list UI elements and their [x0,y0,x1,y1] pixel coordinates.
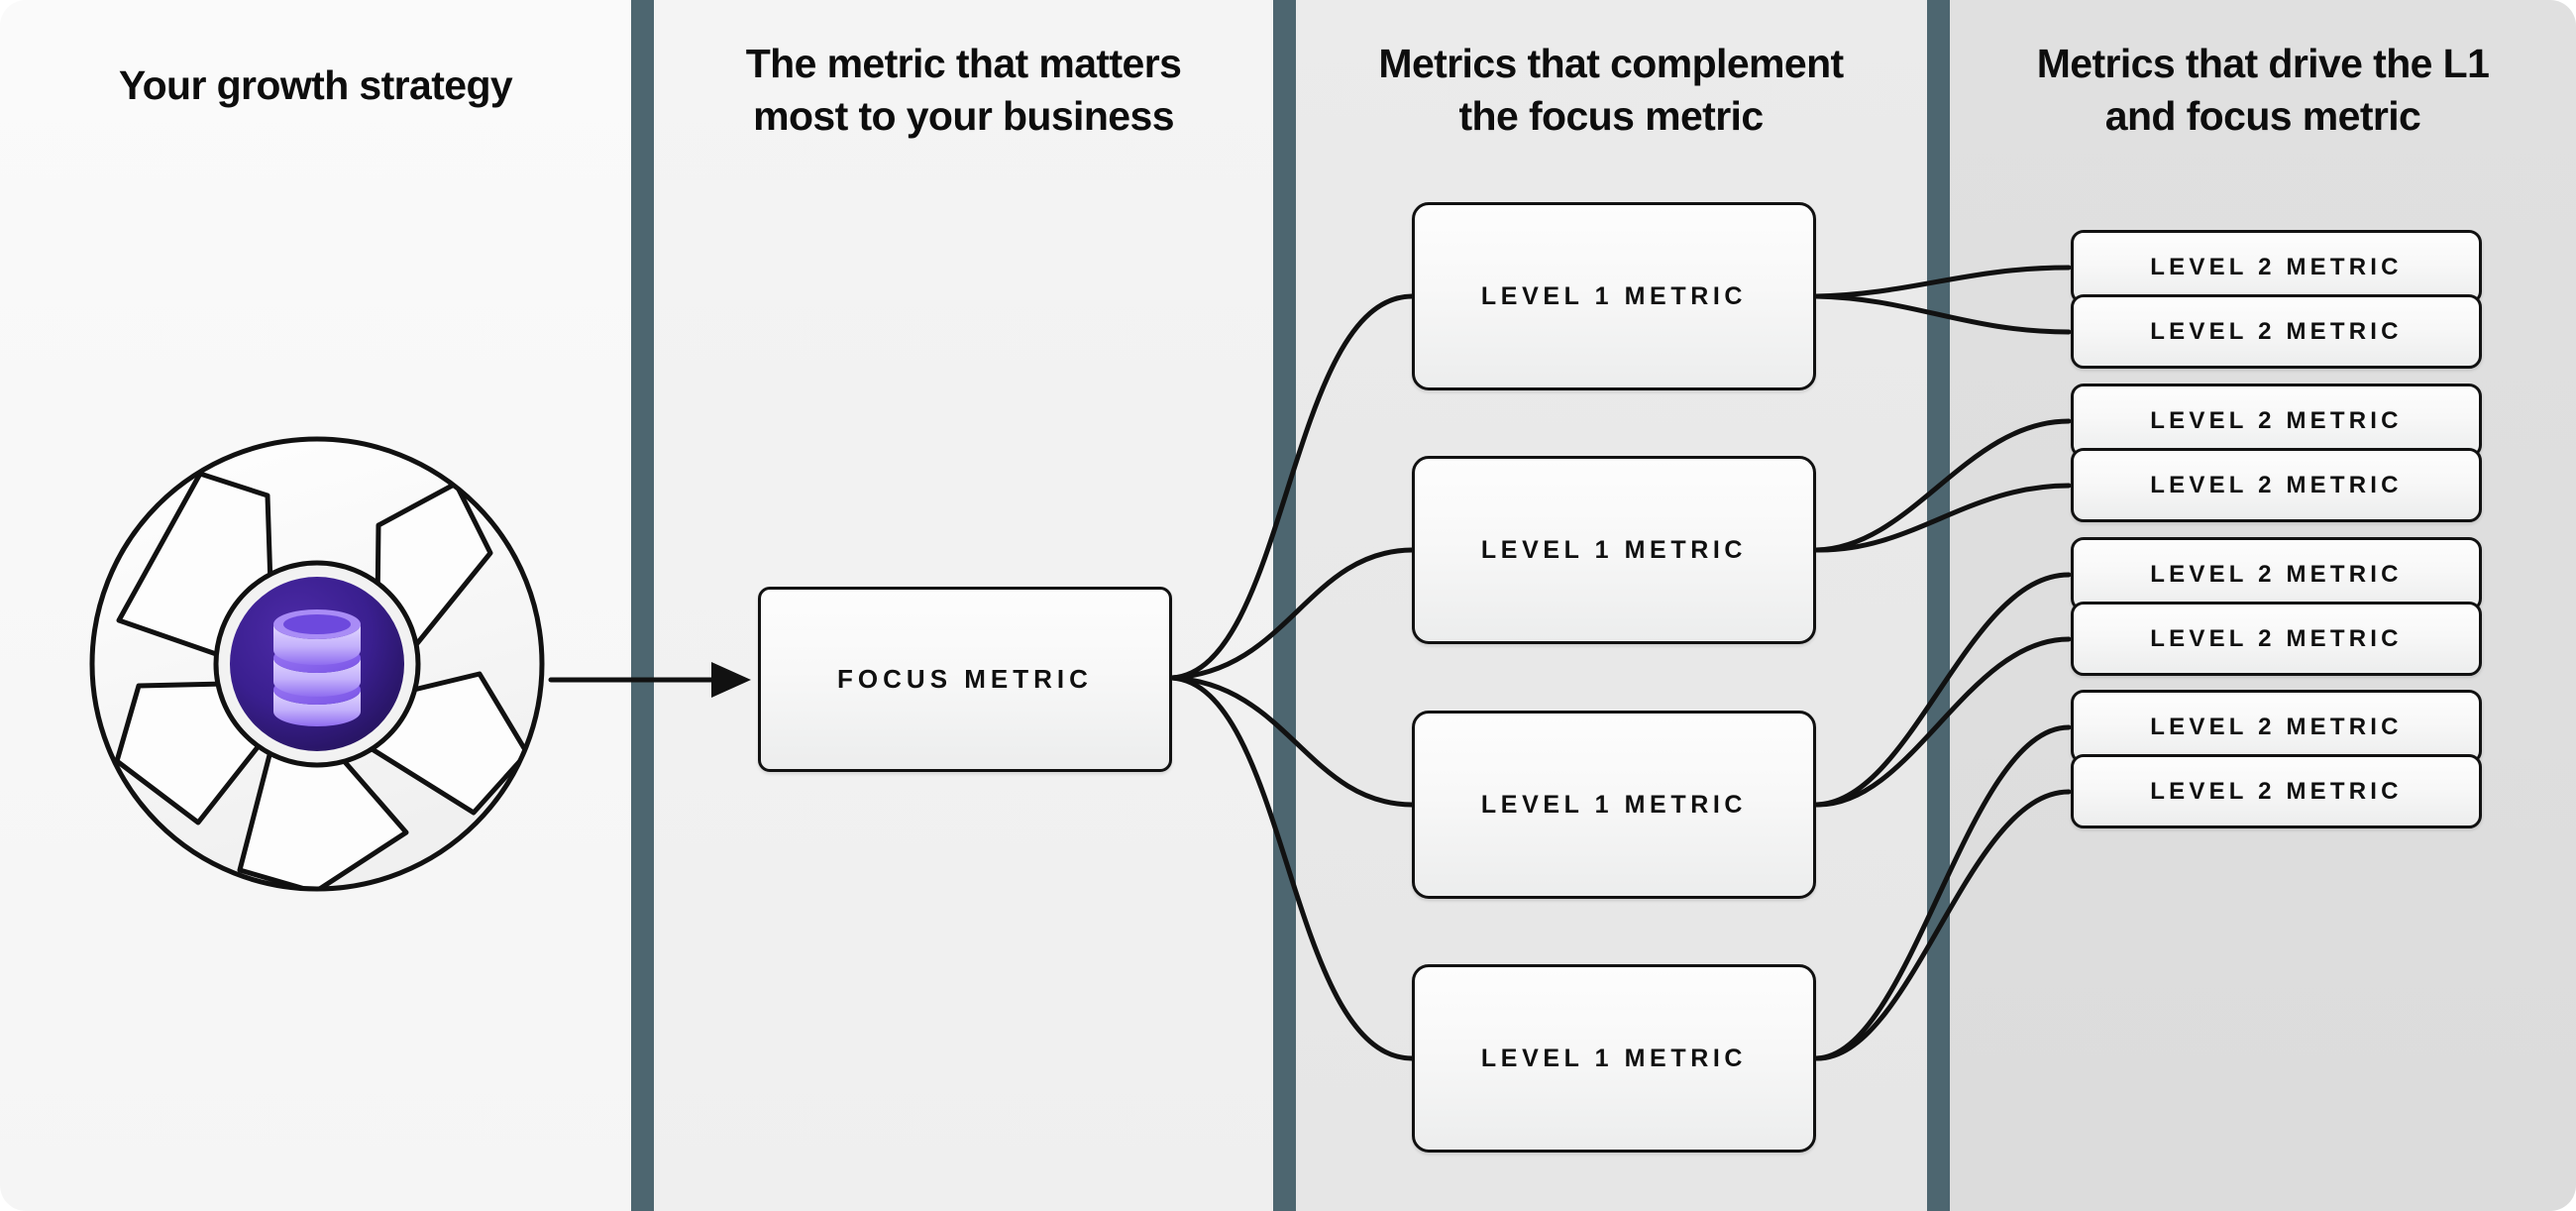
heading-line: and focus metric [2104,93,2421,140]
growth-strategy-graphic [89,436,545,892]
heading-line: most to your business [753,93,1174,140]
level-2-metric-label: LEVEL 2 METRIC [2150,471,2403,498]
level-1-metric-node[interactable]: LEVEL 1 METRIC [1412,202,1816,390]
level-2-metric-node[interactable]: LEVEL 2 METRIC [2071,754,2482,828]
level-1-metric-node[interactable]: LEVEL 1 METRIC [1412,711,1816,899]
column-heading-level-1: Metrics that complement the focus metric [1295,38,1927,144]
level-2-metric-node[interactable]: LEVEL 2 METRIC [2071,294,2482,369]
database-icon [273,609,361,726]
focus-metric-node[interactable]: FOCUS METRIC [758,587,1172,772]
heading-line: The metric that matters [745,41,1182,86]
level-2-metric-node[interactable]: LEVEL 2 METRIC [2071,602,2482,676]
level-2-metric-label: LEVEL 2 METRIC [2150,560,2403,588]
column-heading-focus: The metric that matters most to your bus… [654,38,1273,144]
level-2-metric-node[interactable]: LEVEL 2 METRIC [2071,448,2482,522]
level-2-metric-label: LEVEL 2 METRIC [2150,253,2403,280]
level-2-metric-node[interactable]: LEVEL 2 METRIC [2071,384,2482,458]
level-1-metric-node[interactable]: LEVEL 1 METRIC [1412,964,1816,1153]
column-heading-level-2: Metrics that drive the L1 and focus metr… [1950,38,2576,144]
level-2-metric-node[interactable]: LEVEL 2 METRIC [2071,537,2482,611]
focus-metric-label: FOCUS METRIC [837,664,1093,694]
level-1-metric-label: LEVEL 1 METRIC [1480,1044,1748,1072]
column-divider-2 [1273,0,1296,1211]
column-divider-1 [631,0,654,1211]
level-1-metric-label: LEVEL 1 METRIC [1480,535,1748,564]
heading-line: the focus metric [1458,93,1764,140]
level-1-metric-label: LEVEL 1 METRIC [1480,281,1748,310]
level-2-metric-label: LEVEL 2 METRIC [2150,713,2403,740]
heading-line: Your growth strategy [118,62,513,108]
heading-line: Metrics that complement [1378,41,1844,86]
heading-line: Metrics that drive the L1 [2036,41,2490,86]
level-1-metric-label: LEVEL 1 METRIC [1480,790,1748,819]
level-2-metric-node[interactable]: LEVEL 2 METRIC [2071,690,2482,764]
aperture-outer-ring [89,436,545,892]
level-2-metric-label: LEVEL 2 METRIC [2150,406,2403,434]
column-heading-strategy: Your growth strategy [0,59,631,112]
level-2-metric-label: LEVEL 2 METRIC [2150,777,2403,805]
level-1-metric-node[interactable]: LEVEL 1 METRIC [1412,456,1816,644]
level-2-metric-label: LEVEL 2 METRIC [2150,624,2403,652]
level-2-metric-node[interactable]: LEVEL 2 METRIC [2071,230,2482,304]
level-2-metric-label: LEVEL 2 METRIC [2150,317,2403,345]
column-divider-3 [1927,0,1950,1211]
